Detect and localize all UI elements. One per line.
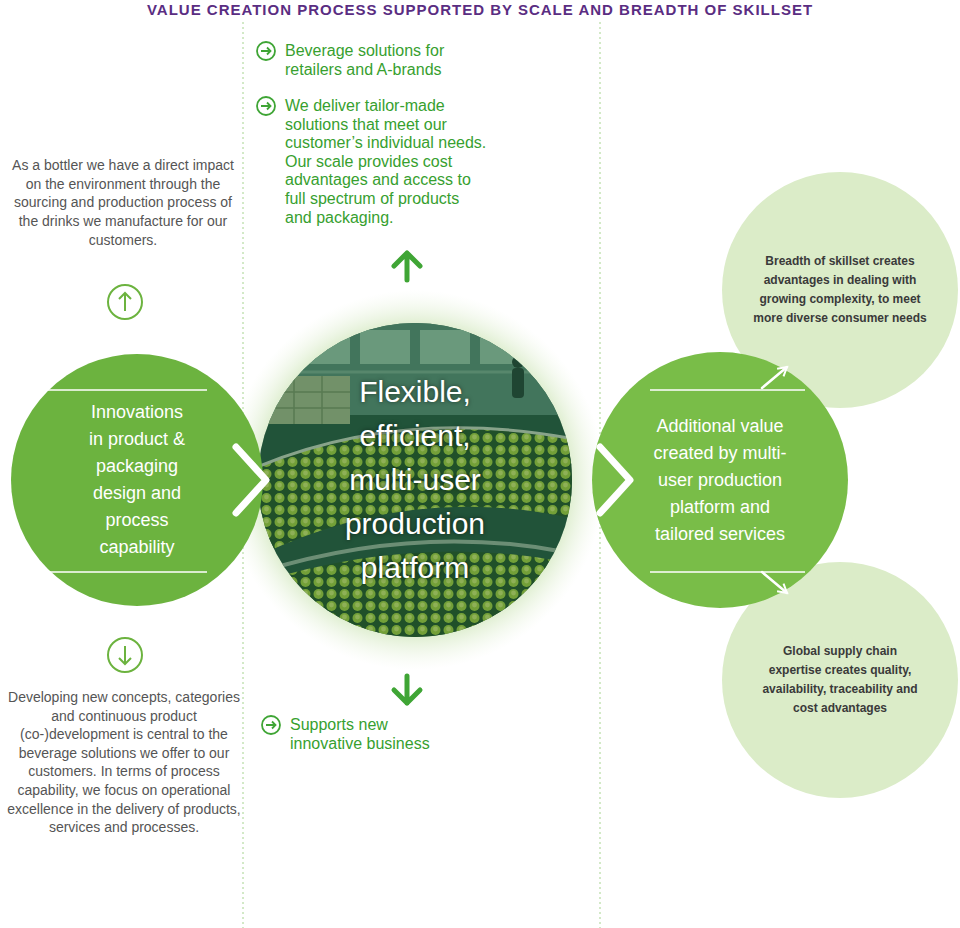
green-circle: Additional value created by multi-user p…	[592, 352, 848, 608]
halo-ring	[225, 290, 605, 670]
node-text: Flexible, efficient, multi-user producti…	[333, 370, 498, 590]
pale-circle: Breadth of skillset creates advantages i…	[722, 172, 958, 408]
white-rule	[45, 389, 207, 391]
page-title: VALUE CREATION PROCESS SUPPORTED BY SCAL…	[0, 1, 960, 18]
white-rule	[45, 571, 207, 573]
bullet-arrow	[261, 103, 271, 110]
icon-arrow	[119, 293, 131, 311]
text-box: Breadth of skillset creates advantages i…	[749, 252, 931, 328]
circle-fill	[722, 562, 958, 798]
circle-outline	[722, 172, 958, 408]
text-box: Flexible, efficient, multi-user producti…	[333, 370, 498, 590]
node-text: Breadth of skillset creates advantages i…	[749, 252, 931, 328]
bullet-arrow	[266, 722, 276, 729]
bullet-icon	[257, 97, 275, 115]
text-box: Additional value created by multi-user p…	[648, 413, 793, 548]
circle-outline	[11, 354, 263, 606]
pale-circle: Global supply chain expertise creates qu…	[722, 562, 958, 798]
circle-icon	[108, 638, 142, 672]
photo-circle: Flexible, efficient, multi-user producti…	[258, 323, 572, 637]
photo-tint	[250, 315, 580, 650]
white-rule	[650, 571, 805, 573]
bullet-text: Beverage solutions for retailers and A-b…	[285, 42, 490, 79]
side-note: As a bottler we have a direct impact on …	[10, 156, 236, 250]
up-arrow	[394, 253, 420, 280]
circle-fill	[258, 323, 572, 637]
bullet-text: We deliver tailor-made solutions that me…	[285, 97, 490, 227]
bullet-text: Supports new innovative business	[290, 716, 455, 753]
node-text: Additional value created by multi-user p…	[648, 413, 793, 548]
bullet-arrow	[261, 48, 271, 55]
circle-icon	[108, 285, 142, 319]
white-rule	[650, 389, 805, 391]
circle-fill	[592, 352, 848, 608]
factory-photo	[250, 315, 580, 650]
bullet-icon	[257, 42, 275, 60]
text-box: Global supply chain expertise creates qu…	[756, 642, 924, 718]
down-arrow	[394, 676, 420, 703]
text-box: Innovations in product & packaging desig…	[87, 399, 187, 561]
circle-fill	[11, 354, 263, 606]
green-circle: Innovations in product & packaging desig…	[11, 354, 263, 606]
photo-ground	[250, 315, 580, 650]
circle-fill	[722, 172, 958, 408]
node-text: Innovations in product & packaging desig…	[87, 399, 187, 561]
icon-arrow	[119, 646, 131, 664]
node-text: Global supply chain expertise creates qu…	[756, 642, 924, 718]
circle-outline	[722, 562, 958, 798]
side-note: Developing new concepts, categories and …	[6, 688, 242, 837]
bullet-icon	[262, 716, 280, 734]
